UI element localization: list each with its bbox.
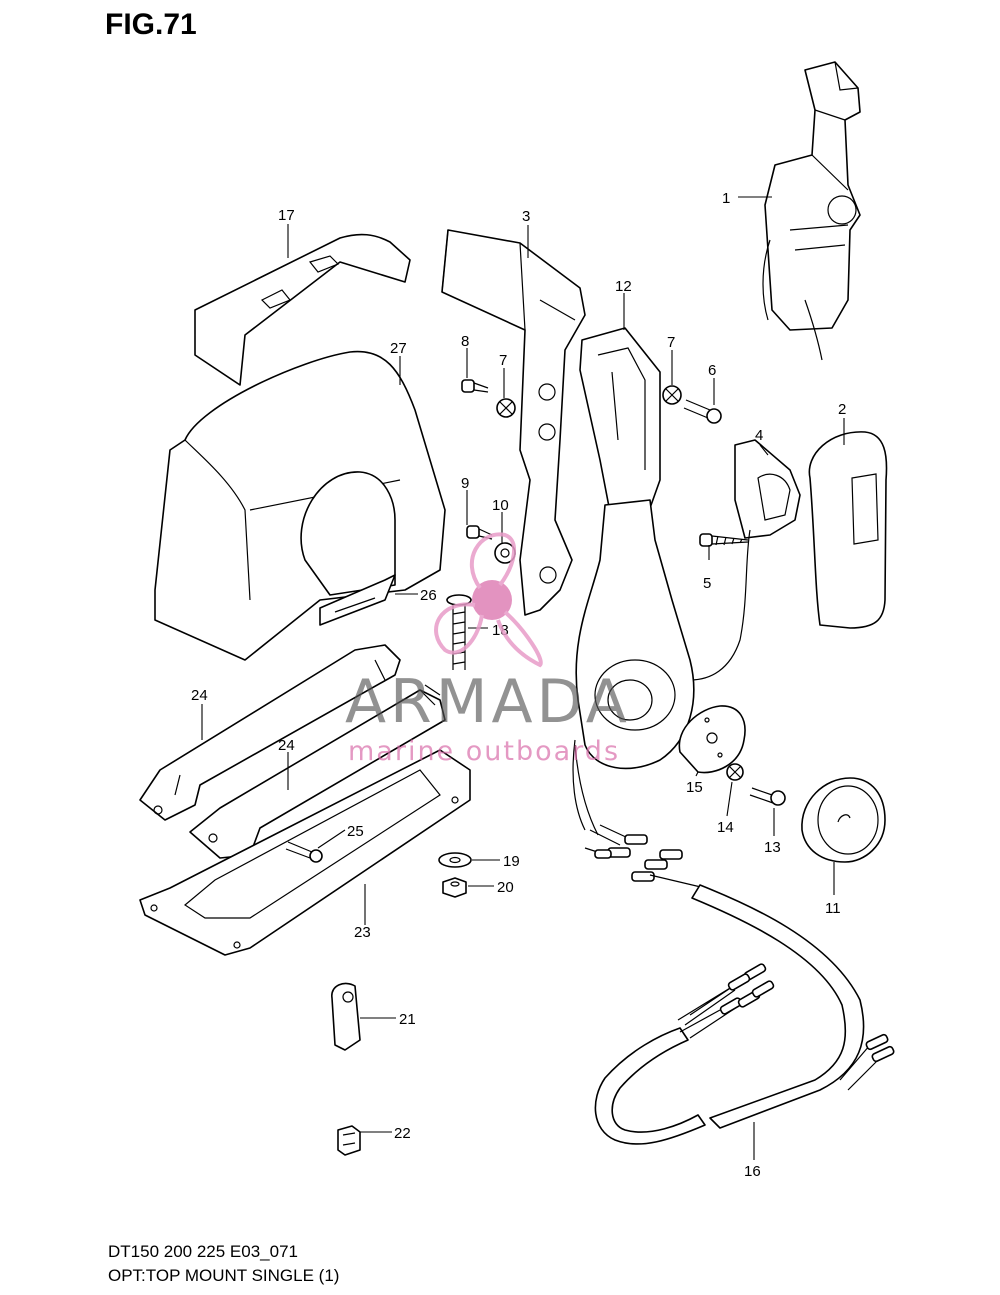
watermark-tagline: marine outboards (348, 736, 620, 767)
callout-9: 9 (461, 475, 469, 492)
callout-11: 11 (825, 900, 841, 917)
callout-10: 10 (492, 497, 509, 514)
part-screw-6[interactable] (683, 399, 722, 424)
part-plate-26[interactable] (319, 574, 396, 626)
part-bolt-8[interactable] (461, 379, 489, 393)
part-screw-25[interactable] (285, 841, 323, 863)
callout-6: 6 (708, 362, 716, 379)
part-lock-washer-7b[interactable] (662, 385, 682, 405)
callout-13: 13 (764, 839, 781, 856)
callout-7a: 7 (499, 352, 507, 369)
part-screw-5[interactable] (699, 533, 749, 547)
callout-4: 4 (755, 427, 763, 444)
part-main-cover-27[interactable] (154, 350, 446, 661)
callout-25: 25 (347, 823, 364, 840)
propeller-logo-icon (434, 532, 543, 668)
callout-21: 21 (399, 1011, 416, 1028)
callout-19: 19 (503, 853, 520, 870)
callout-20: 20 (497, 879, 514, 896)
callout-7b: 7 (667, 334, 675, 351)
callout-1: 1 (722, 190, 730, 207)
part-rail-24a[interactable] (139, 644, 401, 821)
part-nut-20[interactable] (442, 877, 467, 898)
callout-24a: 24 (191, 687, 208, 704)
callout-5: 5 (703, 575, 711, 592)
callout-15: 15 (686, 779, 703, 796)
part-spacer-15[interactable] (678, 705, 746, 774)
callout-3: 3 (522, 208, 530, 225)
part-remote-control-assembly[interactable] (762, 61, 861, 361)
callout-16: 16 (744, 1163, 761, 1180)
part-cover-cap-17[interactable] (194, 233, 411, 386)
watermark-brand: ARMADA (345, 667, 631, 737)
model-code: DT150 200 225 E03_071 (108, 1242, 298, 1261)
part-washer-19[interactable] (438, 852, 472, 868)
part-control-lever[interactable] (441, 229, 586, 616)
callout-14: 14 (717, 819, 734, 836)
part-washer-14[interactable] (726, 763, 744, 781)
part-wire-harness-16[interactable] (574, 744, 895, 1145)
part-bracket-12[interactable] (579, 327, 661, 513)
callout-8: 8 (461, 333, 469, 350)
part-clip-22[interactable] (337, 1125, 361, 1156)
callout-17: 17 (278, 207, 295, 224)
part-switch-bracket[interactable] (689, 439, 801, 681)
callout-2: 2 (838, 401, 846, 418)
watermark: ARMADA marine outboards (345, 532, 631, 767)
diagram-description: OPT:TOP MOUNT SINGLE (1) (108, 1266, 340, 1285)
callout-27: 27 (390, 340, 407, 357)
part-base-plate-23[interactable] (139, 749, 471, 956)
callout-12: 12 (615, 278, 632, 295)
callout-24b: 24 (278, 737, 295, 754)
part-grip-handle[interactable] (808, 431, 888, 629)
part-lock-washer-7a[interactable] (496, 398, 516, 418)
callout-23: 23 (354, 924, 371, 941)
part-knob-cap-11[interactable] (801, 777, 886, 863)
callout-22: 22 (394, 1125, 411, 1142)
callout-26: 26 (420, 587, 437, 604)
part-cable-end-21[interactable] (331, 982, 361, 1051)
part-main-housing[interactable] (572, 499, 695, 831)
leader-lines (201, 196, 845, 1160)
figure-title: FIG.71 (105, 8, 197, 41)
part-screw-13[interactable] (749, 787, 786, 806)
diagram-footer: DT150 200 225 E03_071 OPT:TOP MOUNT SING… (108, 1240, 339, 1288)
callout-labels: 1 2 3 4 5 6 7 7 8 9 10 11 12 13 14 15 16… (191, 190, 846, 1180)
